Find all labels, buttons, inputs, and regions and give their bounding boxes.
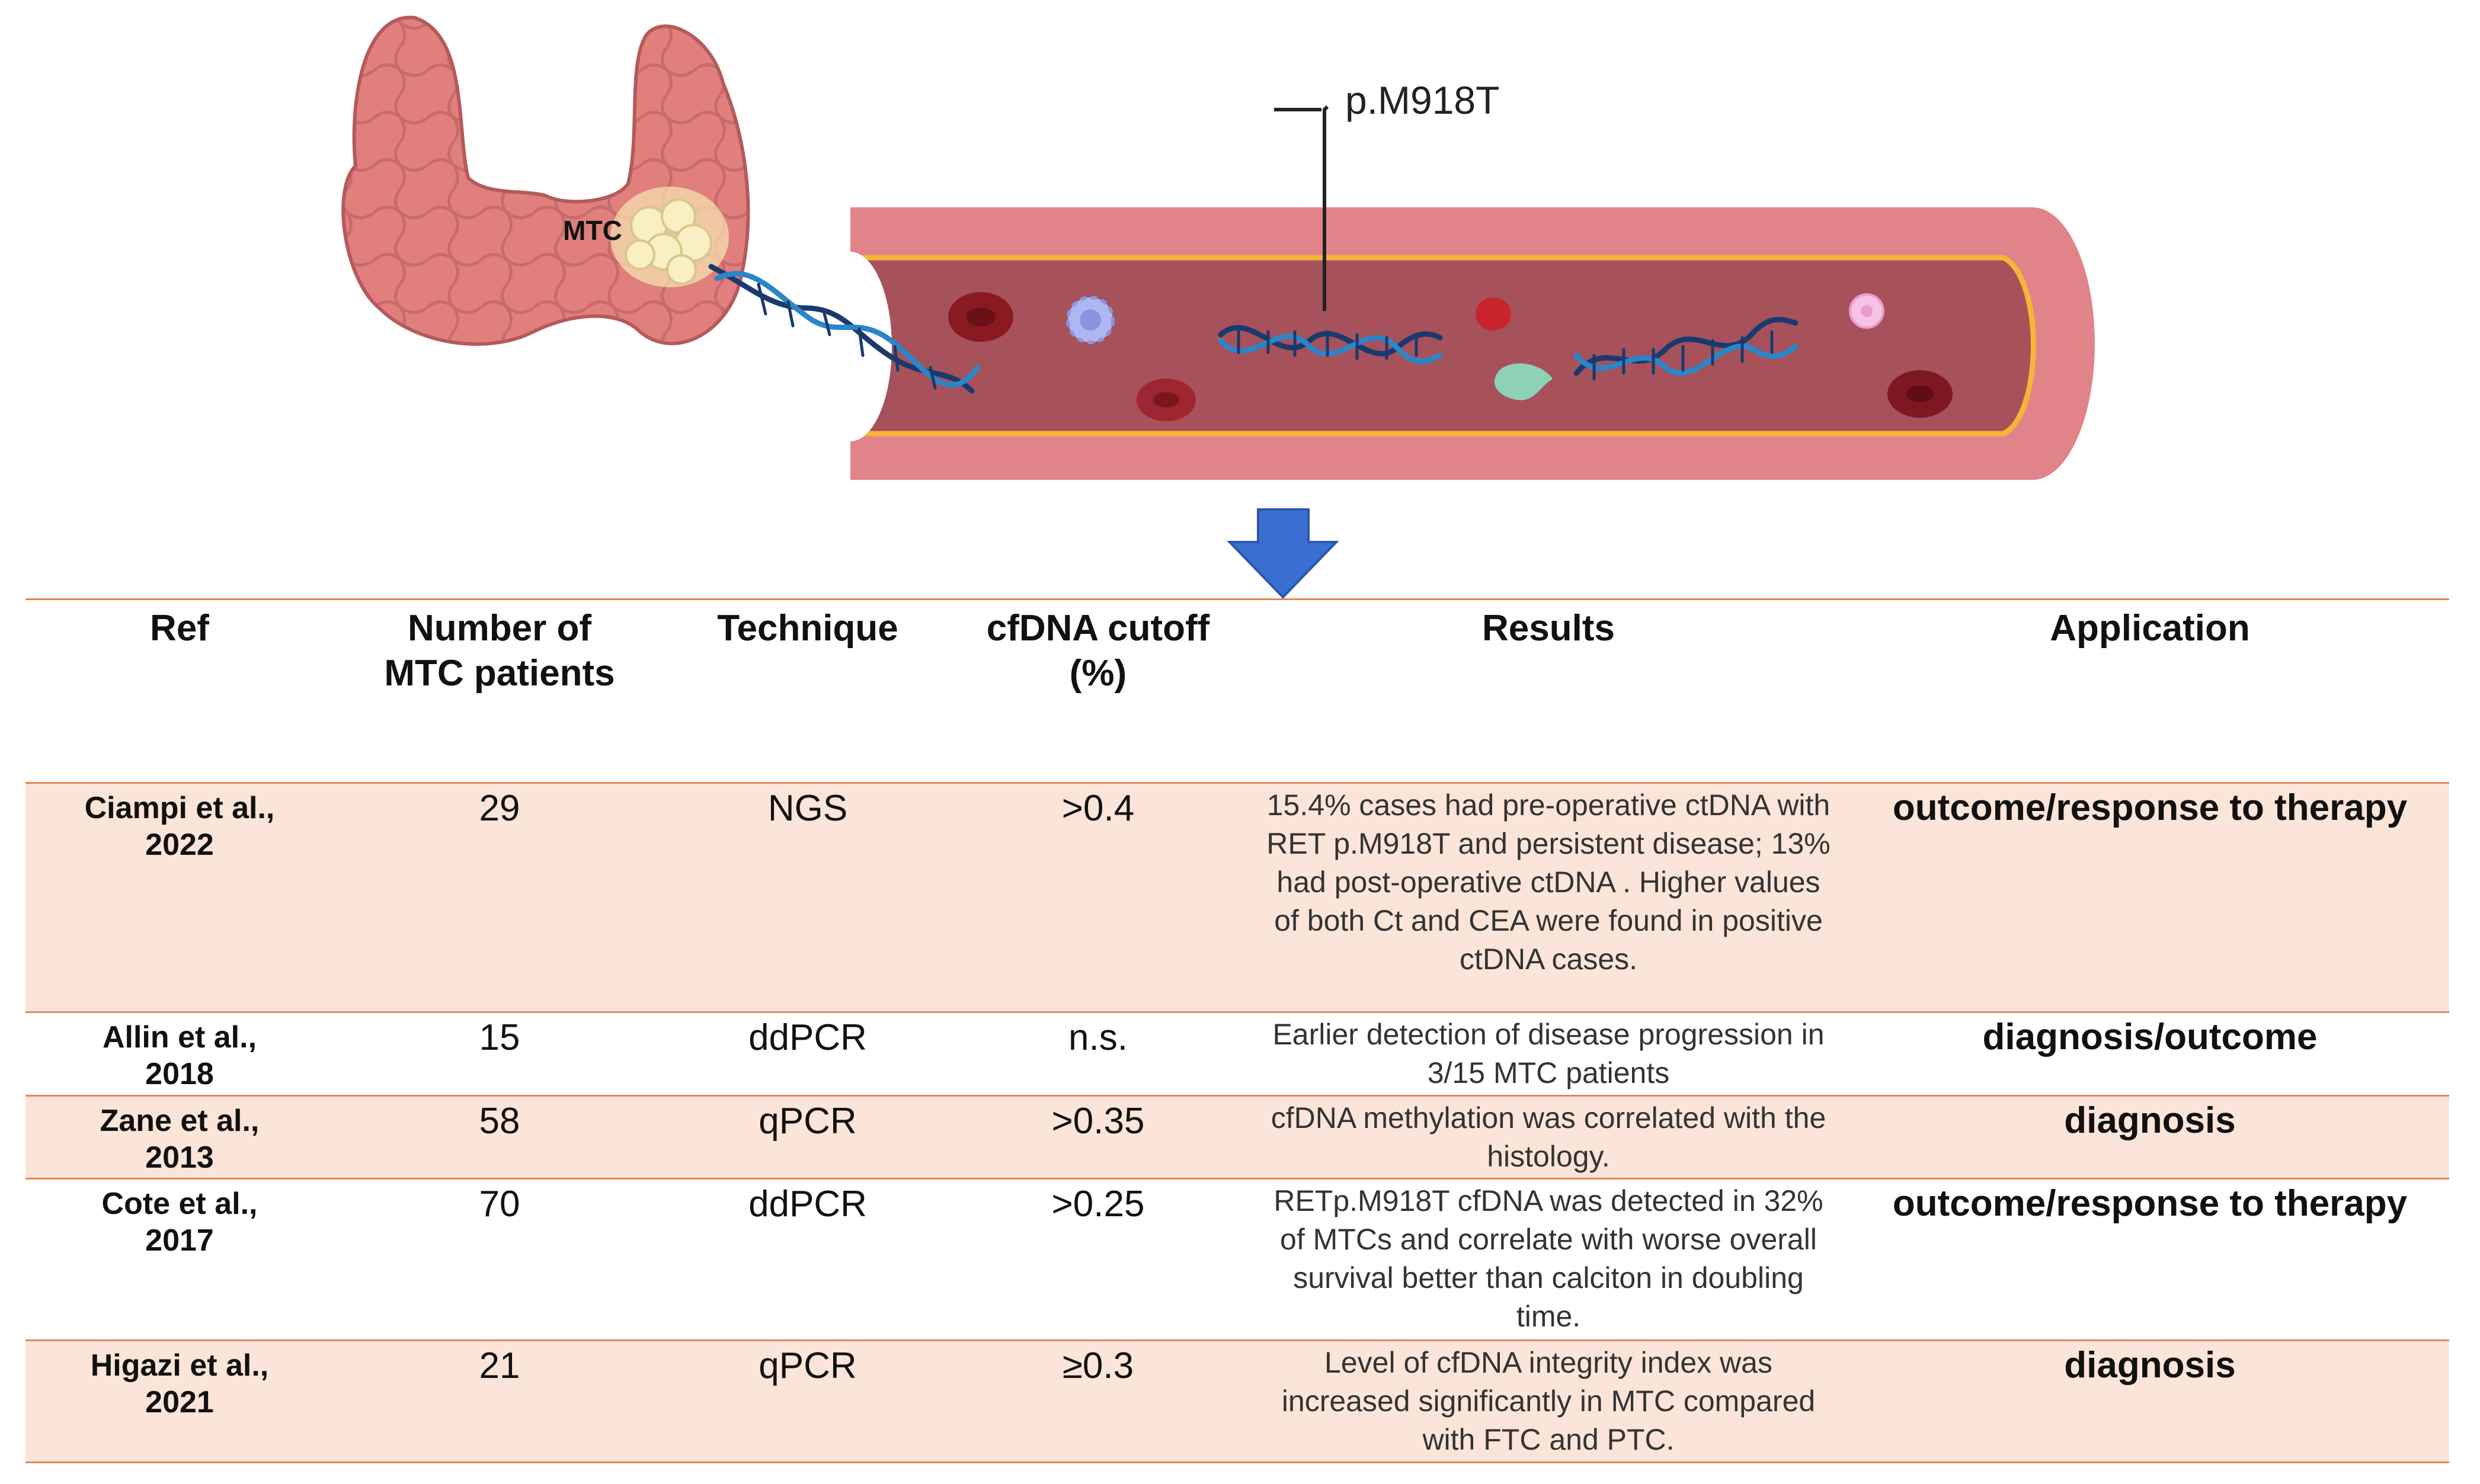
blood-vessel [809,207,2095,480]
cell-cutoff: >0.25 [1051,1184,1145,1225]
thyroid-gland: MTC [341,15,750,346]
red-blood-cell [1476,297,1511,331]
cell-application: diagnosis/outcome [1982,1017,2318,1058]
dna-strand-circulating [1573,316,1799,381]
table-row: Zane et al.,2013 58 qPCR >0.35 cfDNA met… [25,1095,2449,1179]
cell-ref: Zane et al.,2013 [100,1103,260,1175]
cell-technique: ddPCR [748,1184,867,1225]
illustration: MTC p.M918T [341,15,2095,599]
down-arrow-icon [1227,508,1339,599]
cell-technique: qPCR [759,1100,857,1142]
table-row: Cote et al.,2017 70 ddPCR >0.25 RETp.M91… [25,1178,2449,1341]
table-row: Ciampi et al.,2022 29 NGS >0.4 15.4% cas… [25,783,2449,1012]
table-row: Higazi et al.,2021 21 qPCR ≥0.3 Level of… [25,1340,2449,1463]
dna-strand-mutation [1218,325,1443,364]
cell-ref: Allin et al.,2018 [102,1020,257,1092]
header-application: Application [1851,598,2449,783]
cell-application: diagnosis [2064,1100,2236,1141]
tumor-label: MTC [563,215,622,246]
cell-patients: 58 [479,1100,520,1142]
blood-cells [948,292,1953,421]
cell-technique: qPCR [759,1345,857,1386]
cell-cutoff: ≥0.3 [1062,1345,1134,1386]
cell-patients: 70 [479,1184,520,1225]
header-technique: Technique [665,598,950,783]
tumor-cluster [610,187,729,287]
cell-results: cfDNA methylation was correlated with th… [1271,1101,1826,1173]
cell-ref: Ciampi et al.,2022 [84,791,275,862]
cell-patients: 15 [479,1017,520,1059]
header-cutoff: cfDNA cutoff(%) [950,598,1246,783]
cell-cutoff: >0.35 [1051,1100,1145,1142]
mutation-callout-line [1274,105,1329,311]
cell-ref: Cote et al.,2017 [101,1187,258,1258]
cell-technique: NGS [767,788,848,829]
cell-results: Earlier detection of disease progression… [1272,1018,1825,1090]
cell-cutoff: n.s. [1068,1017,1128,1059]
cell-cutoff: >0.4 [1061,788,1135,829]
cell-results: RETp.M918T cfDNA was detected in 32% of … [1273,1184,1823,1334]
header-results: Results [1246,598,1851,783]
mutation-label: p.M918T [1345,78,1499,122]
cell-results: 15.4% cases had pre-operative ctDNA with… [1266,789,1831,976]
thyroid-texture [343,17,748,344]
cell-application: diagnosis [2064,1344,2236,1386]
cell-application: outcome/response to therapy [1892,1183,2408,1225]
cell-results: Level of cfDNA integrity index was incre… [1281,1345,1816,1456]
platelet [1494,363,1553,400]
cell-technique: ddPCR [748,1017,867,1059]
cell-application: outcome/response to therapy [1892,787,2408,828]
cell-patients: 21 [479,1345,520,1386]
cell-patients: 29 [479,788,520,829]
table-row: Allin et al.,2018 15 ddPCR n.s. Earlier … [25,1012,2449,1096]
vessel-lumen [847,255,2037,437]
cell-ref: Higazi et al.,2021 [90,1348,269,1419]
header-ref: Ref [25,598,334,783]
dna-strand-tumor [708,264,981,394]
